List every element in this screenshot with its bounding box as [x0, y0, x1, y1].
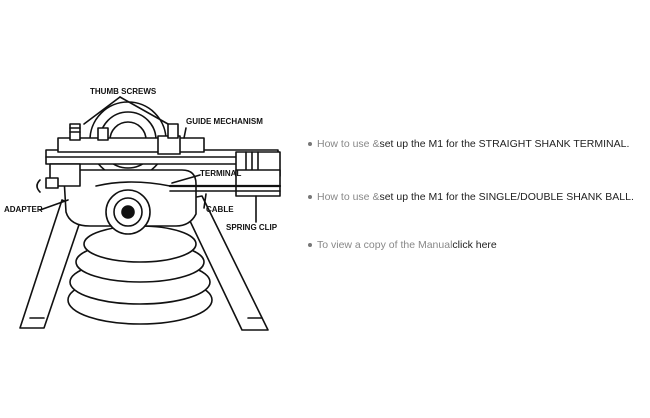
m1-line-art	[19, 96, 282, 331]
callout-guide-mechanism: GUIDE MECHANISM	[186, 117, 263, 126]
manual-click-here-link[interactable]: click here	[452, 239, 497, 251]
bullet-icon	[308, 195, 312, 199]
callout-thumb-screws: THUMB SCREWS	[90, 87, 157, 96]
callout-adapter: ADAPTER	[4, 205, 43, 214]
bullet-icon	[308, 243, 312, 247]
link-prefix: How to use &	[317, 191, 380, 203]
link-text[interactable]: set up the M1 for the STRAIGHT SHANK TER…	[379, 138, 630, 150]
link-prefix: To view a copy of the Manual	[317, 239, 453, 251]
callout-terminal: TERMINAL	[200, 169, 241, 178]
link-single-double-shank-ball[interactable]: How to use & set up the M1 for the SINGL…	[308, 191, 634, 203]
link-text[interactable]: set up the M1 for the SINGLE/DOUBLE SHAN…	[379, 191, 634, 203]
callout-spring-clip: SPRING CLIP	[226, 223, 278, 232]
bullet-icon	[308, 142, 312, 146]
link-view-manual[interactable]: To view a copy of the Manual click here	[308, 239, 497, 251]
callout-cable: CABLE	[206, 205, 234, 214]
m1-diagram: THUMB SCREWS GUIDE MECHANISM TERMINAL AD…	[4, 87, 282, 331]
link-prefix: How to use &	[317, 138, 380, 150]
link-straight-shank-terminal[interactable]: How to use & set up the M1 for the STRAI…	[308, 138, 629, 150]
